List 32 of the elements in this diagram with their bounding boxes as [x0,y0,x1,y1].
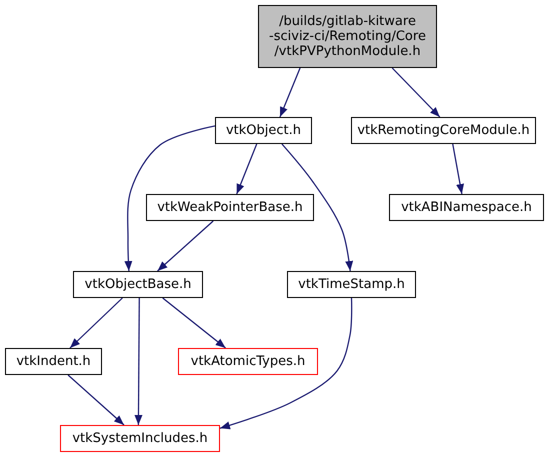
arrow [220,298,352,430]
file-name: vtkAtomicTypes.h [190,354,306,369]
arrow [70,298,123,348]
file-name: vtkWeakPointerBase.h [156,200,304,215]
file-box [351,117,536,144]
file-name: vtkABINamespace.h [400,200,533,215]
file-box [73,271,203,298]
arrow [281,144,354,272]
arrow [452,144,464,194]
file-box [5,348,102,375]
file-name: vtkIndent.h [15,354,92,369]
arrow [392,68,440,118]
arrow [134,298,142,425]
arrow [124,125,216,272]
file-name: vtkTimeStamp.h [297,277,406,292]
file-box [215,117,312,144]
file-name: vtkObject.h [224,123,302,138]
file-box [60,425,220,452]
file-box [178,348,318,375]
file-name: vtkSystemIncludes.h [71,431,209,446]
arrow [279,68,301,118]
file-box [287,271,416,298]
file-name: vtkRemotingCoreModule.h [356,123,531,138]
file-box [389,194,544,221]
arrow [157,220,214,272]
arrow [236,144,258,194]
file-name: /builds/gitlab-kitware -sciviz-ci/Remoting/Core /vtkPVPythonModule.h [268,14,427,59]
arrow [162,298,226,348]
file-box [258,5,437,68]
file-name: vtkObjectBase.h [84,277,192,292]
file-box [146,194,314,221]
arrow [68,374,124,426]
